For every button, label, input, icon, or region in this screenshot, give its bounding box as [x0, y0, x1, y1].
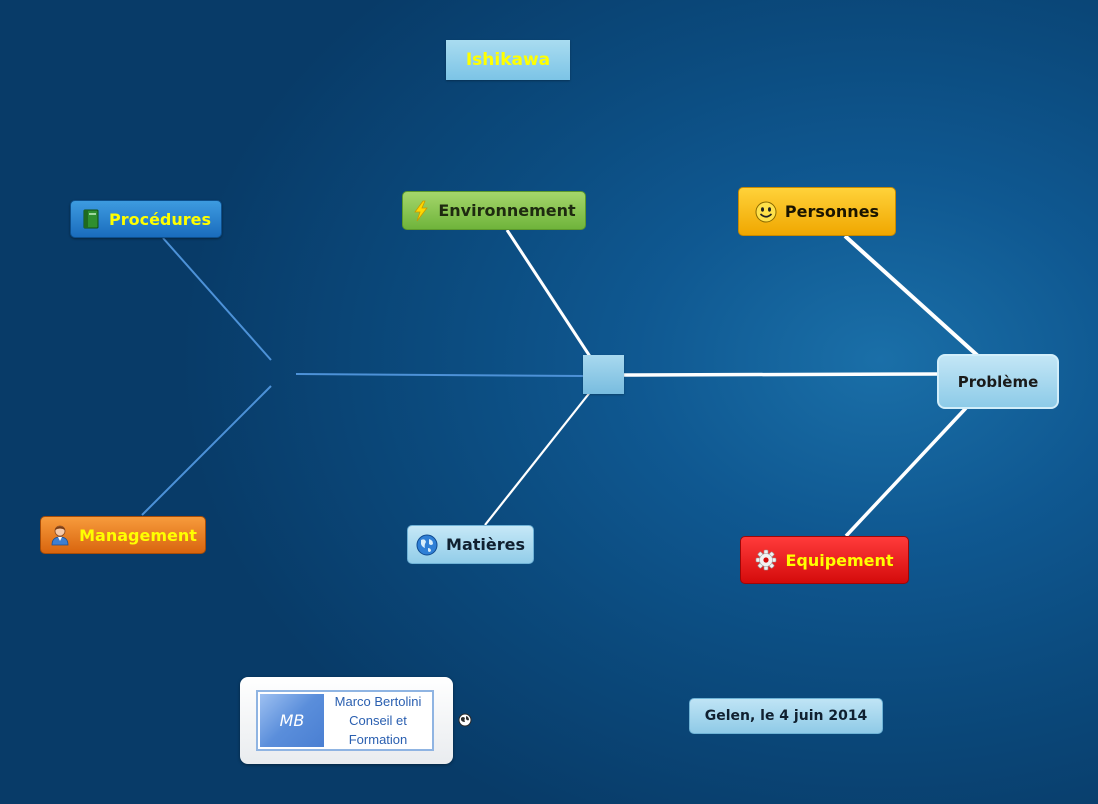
spine-line-left	[295, 373, 584, 377]
logo-frame: MB Marco Bertolini Conseil et Formation	[256, 690, 434, 751]
topic-matieres[interactable]: Matières	[407, 525, 534, 564]
globe-link-icon[interactable]	[458, 712, 472, 727]
smiley-icon	[755, 201, 777, 223]
topic-management-label: Management	[79, 525, 197, 545]
spine-line-right	[623, 372, 941, 377]
diagram-title-label: Ishikawa	[465, 50, 551, 70]
globe-icon	[416, 534, 438, 556]
branch-line-environnement	[505, 229, 593, 359]
topic-environnement-label: Environnement	[438, 201, 576, 220]
logo-mark: MB	[260, 694, 324, 747]
branch-line-management	[141, 385, 272, 516]
logo-card[interactable]: MB Marco Bertolini Conseil et Formation	[240, 677, 453, 764]
logo-line-1: Marco Bertolini	[334, 694, 422, 709]
date-text: Gelen, le 4 juin 2014	[704, 708, 868, 724]
topic-management[interactable]: Management	[40, 516, 206, 554]
topic-personnes-label: Personnes	[784, 202, 880, 221]
logo-line-2: Conseil et	[349, 713, 407, 728]
branch-line-personnes	[843, 234, 980, 358]
spine-junction[interactable]	[583, 355, 624, 394]
lightning-icon	[412, 200, 430, 222]
diagram-title[interactable]: Ishikawa	[446, 40, 570, 80]
topic-environnement[interactable]: Environnement	[402, 191, 586, 230]
person-icon	[49, 524, 71, 546]
central-topic-label: Problème	[957, 372, 1039, 391]
topic-equipement[interactable]: Equipement	[740, 536, 909, 584]
green-book-icon	[81, 208, 101, 230]
branch-line-procedures	[162, 237, 272, 361]
central-topic-probleme[interactable]: Problème	[937, 354, 1059, 409]
topic-equipement-label: Equipement	[785, 550, 894, 570]
branch-line-matieres	[484, 390, 592, 526]
topic-personnes[interactable]: Personnes	[738, 187, 896, 236]
date-label[interactable]: Gelen, le 4 juin 2014	[689, 698, 883, 734]
topic-procedures[interactable]: Procédures	[70, 200, 222, 238]
gear-icon	[755, 549, 777, 571]
logo-line-3: Formation	[348, 732, 408, 747]
topic-procedures-label: Procédures	[108, 209, 212, 229]
topic-matieres-label: Matières	[446, 535, 525, 554]
branch-line-equipement	[844, 406, 968, 538]
logo-text: Marco Bertolini Conseil et Formation	[324, 692, 432, 749]
